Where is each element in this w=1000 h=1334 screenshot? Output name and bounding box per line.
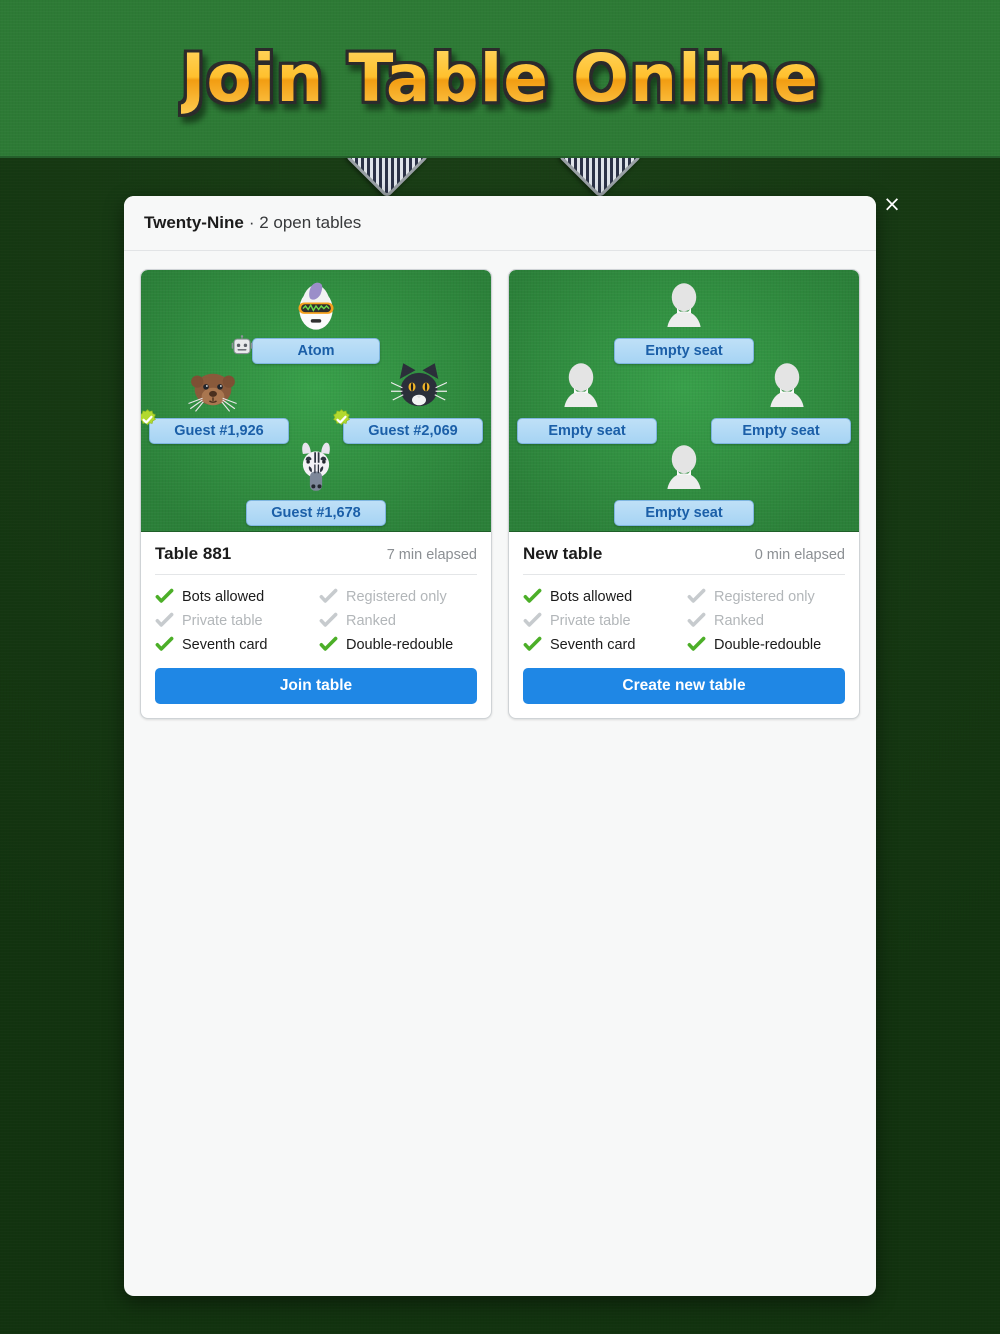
table-option-bots: Bots allowed: [155, 585, 313, 608]
check-icon: [523, 611, 542, 630]
verified-icon: [141, 409, 158, 430]
seat-nameplate[interactable]: Atom: [231, 335, 380, 364]
seat-east[interactable]: Guest #2,069: [333, 358, 483, 444]
table-option-label: Registered only: [346, 588, 447, 605]
seat-nameplate[interactable]: Empty seat: [614, 500, 754, 526]
seat-label: Empty seat: [548, 423, 626, 439]
empty-seat-avatar: [553, 358, 609, 416]
table-option-seventh: Seventh card: [523, 633, 681, 656]
table-option-private: Private table: [523, 609, 681, 632]
seat-nameplate[interactable]: Guest #2,069: [333, 409, 483, 444]
table-option-label: Private table: [182, 612, 263, 629]
join-table-button[interactable]: Join table: [155, 668, 477, 704]
table-option-label: Ranked: [346, 612, 396, 629]
bot-icon: [231, 335, 253, 357]
check-icon: [319, 611, 338, 630]
seat-south[interactable]: Empty seat: [614, 440, 754, 526]
seat-label: Empty seat: [645, 343, 723, 359]
empty-seat-avatar: [759, 358, 815, 416]
table-option-label: Seventh card: [182, 636, 268, 653]
check-icon: [319, 587, 338, 606]
game-name: Twenty-Nine: [144, 213, 244, 232]
table-option-registered: Registered only: [687, 585, 845, 608]
seat-label: Empty seat: [645, 505, 723, 521]
seat-nameplate[interactable]: Empty seat: [711, 418, 851, 444]
table-card-heading: Table 881 7 min elapsed: [155, 544, 477, 575]
table-option-label: Registered only: [714, 588, 815, 605]
seat-west[interactable]: Empty seat: [517, 358, 657, 444]
table-option-label: Double-redouble: [346, 636, 454, 653]
check-icon: [687, 635, 706, 654]
table-option-bots: Bots allowed: [523, 585, 681, 608]
page-banner: Join Table Online: [0, 0, 1000, 158]
seat-label: Guest #1,926: [174, 423, 264, 439]
table-elapsed-time: 7 min elapsed: [386, 547, 477, 563]
seat-east[interactable]: Empty seat: [711, 358, 851, 444]
empty-seat-avatar: [656, 278, 712, 336]
seat-north[interactable]: Atom: [231, 278, 380, 364]
check-icon: [687, 587, 706, 606]
table-option-label: Ranked: [714, 612, 764, 629]
check-icon: [155, 587, 174, 606]
table-option-label: Private table: [550, 612, 631, 629]
table-name: Table 881: [155, 544, 232, 563]
seat-label: Guest #1,678: [271, 505, 361, 521]
table-option-registered: Registered only: [319, 585, 477, 608]
seat-nameplate[interactable]: Empty seat: [614, 338, 754, 364]
check-icon: [687, 611, 706, 630]
cat-avatar: [390, 358, 448, 416]
check-icon: [523, 635, 542, 654]
table-option-label: Double-redouble: [714, 636, 822, 653]
dialog-header: Twenty-Nine · 2 open tables: [124, 196, 876, 251]
table-card-heading: New table 0 min elapsed: [523, 544, 845, 575]
close-icon[interactable]: ×: [883, 192, 901, 216]
seat-nameplate[interactable]: Guest #1,678: [246, 500, 386, 526]
seat-west[interactable]: Guest #1,926: [141, 358, 289, 444]
table-elapsed-time: 0 min elapsed: [754, 547, 845, 563]
seat-label: Guest #2,069: [368, 423, 458, 439]
verified-icon: [331, 409, 352, 430]
open-tables-count: · 2 open tables: [248, 213, 362, 232]
table-option-label: Bots allowed: [550, 588, 633, 605]
otter-avatar: [185, 358, 241, 416]
seat-label: Empty seat: [742, 423, 820, 439]
seat-label: Atom: [297, 343, 335, 359]
empty-seat-avatar: [656, 440, 712, 498]
table-option-double: Double-redouble: [687, 633, 845, 656]
table-option-seventh: Seventh card: [155, 633, 313, 656]
page-title: Join Table Online: [180, 39, 820, 117]
check-icon: [319, 635, 338, 654]
check-icon: [523, 587, 542, 606]
table-option-label: Seventh card: [550, 636, 636, 653]
table-option-label: Bots allowed: [182, 588, 265, 605]
table-option-double: Double-redouble: [319, 633, 477, 656]
check-icon: [155, 611, 174, 630]
seat-nameplate[interactable]: Guest #1,926: [141, 409, 289, 444]
create-new-table-button[interactable]: Create new table: [523, 668, 845, 704]
seat-nameplate[interactable]: Empty seat: [517, 418, 657, 444]
table-option-ranked: Ranked: [687, 609, 845, 632]
check-icon: [155, 635, 174, 654]
seat-south[interactable]: Guest #1,678: [246, 440, 386, 526]
seat-north[interactable]: Empty seat: [614, 278, 754, 364]
zebra-avatar: [288, 440, 344, 498]
table-option-private: Private table: [155, 609, 313, 632]
table-option-ranked: Ranked: [319, 609, 477, 632]
robot-avatar: [288, 278, 344, 336]
table-name: New table: [523, 544, 603, 563]
